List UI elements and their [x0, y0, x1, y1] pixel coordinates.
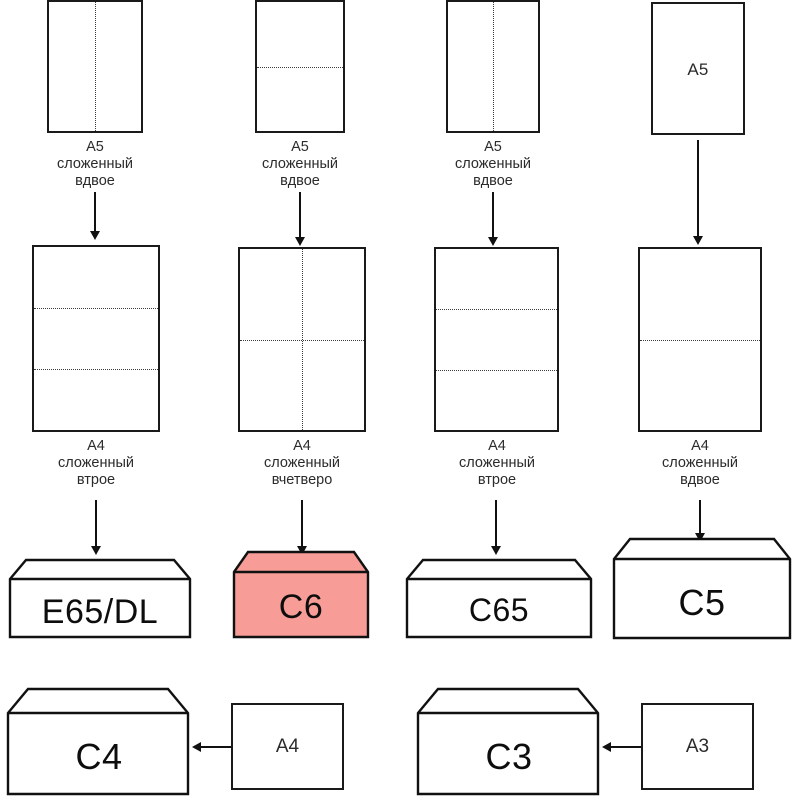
fold-line-horizontal-upper [34, 307, 158, 309]
sheet-a5-col3 [446, 0, 540, 133]
envelope-label: C3 [485, 736, 533, 777]
envelope-label: C5 [678, 582, 726, 623]
fold-line-horizontal-upper [436, 309, 557, 311]
envelope-label: C65 [468, 592, 530, 628]
envelope-shape [416, 687, 600, 796]
caption-col3-mid: A4 сложенный втрое [458, 438, 536, 488]
envelope-shape [612, 537, 792, 640]
envelope-e65dl[interactable]: E65/DL [8, 555, 192, 639]
source-sheet-label: A3 [685, 735, 710, 757]
envelope-c6[interactable]: C6 [232, 548, 370, 639]
caption-col1-top: A5 сложенный вдвое [56, 139, 134, 189]
envelope-c65[interactable]: C65 [405, 555, 593, 639]
sheet-a5-col4: A5 [651, 2, 745, 135]
envelope-shape [405, 558, 593, 639]
envelope-label: E65/DL [41, 593, 159, 631]
sheet-label-a5: A5 [687, 60, 709, 79]
source-sheet-label: A4 [275, 735, 300, 757]
caption-col2-mid: A4 сложенный вчетверо [263, 438, 341, 488]
envelope-shape [232, 550, 370, 639]
caption-col2-top: A5 сложенный вдвое [261, 139, 339, 189]
fold-line-horizontal-lower [436, 369, 557, 371]
sheet-a5-col1 [47, 0, 143, 133]
envelope-c5[interactable]: C5 [612, 535, 792, 640]
fold-line-horizontal [640, 339, 760, 341]
source-sheet-a4: A4 [231, 703, 344, 790]
sheet-a4-col2 [238, 247, 366, 432]
fold-line-vertical [493, 2, 494, 131]
caption-col4-mid: A4 сложенный вдвое [661, 438, 739, 488]
envelope-shape [6, 687, 190, 796]
sheet-a4-col1 [32, 245, 160, 432]
caption-col1-mid: A4 сложенный втрое [57, 438, 135, 488]
envelope-c3[interactable]: C3 [416, 684, 602, 796]
fold-line-vertical [95, 2, 96, 131]
fold-line-horizontal-lower [34, 368, 158, 370]
source-sheet-a3: A3 [641, 703, 754, 790]
fold-line-horizontal [257, 66, 343, 68]
envelope-label: C4 [75, 736, 123, 777]
fold-line-vertical [302, 249, 303, 430]
envelope-c4[interactable]: C4 [6, 684, 192, 796]
envelope-label: C6 [278, 588, 324, 626]
sheet-a5-col2 [255, 0, 345, 133]
sheet-a4-col3 [434, 247, 559, 432]
sheet-a4-col4 [638, 247, 762, 432]
envelope-shape [8, 558, 192, 639]
caption-col3-top: A5 сложенный вдвое [454, 139, 532, 189]
